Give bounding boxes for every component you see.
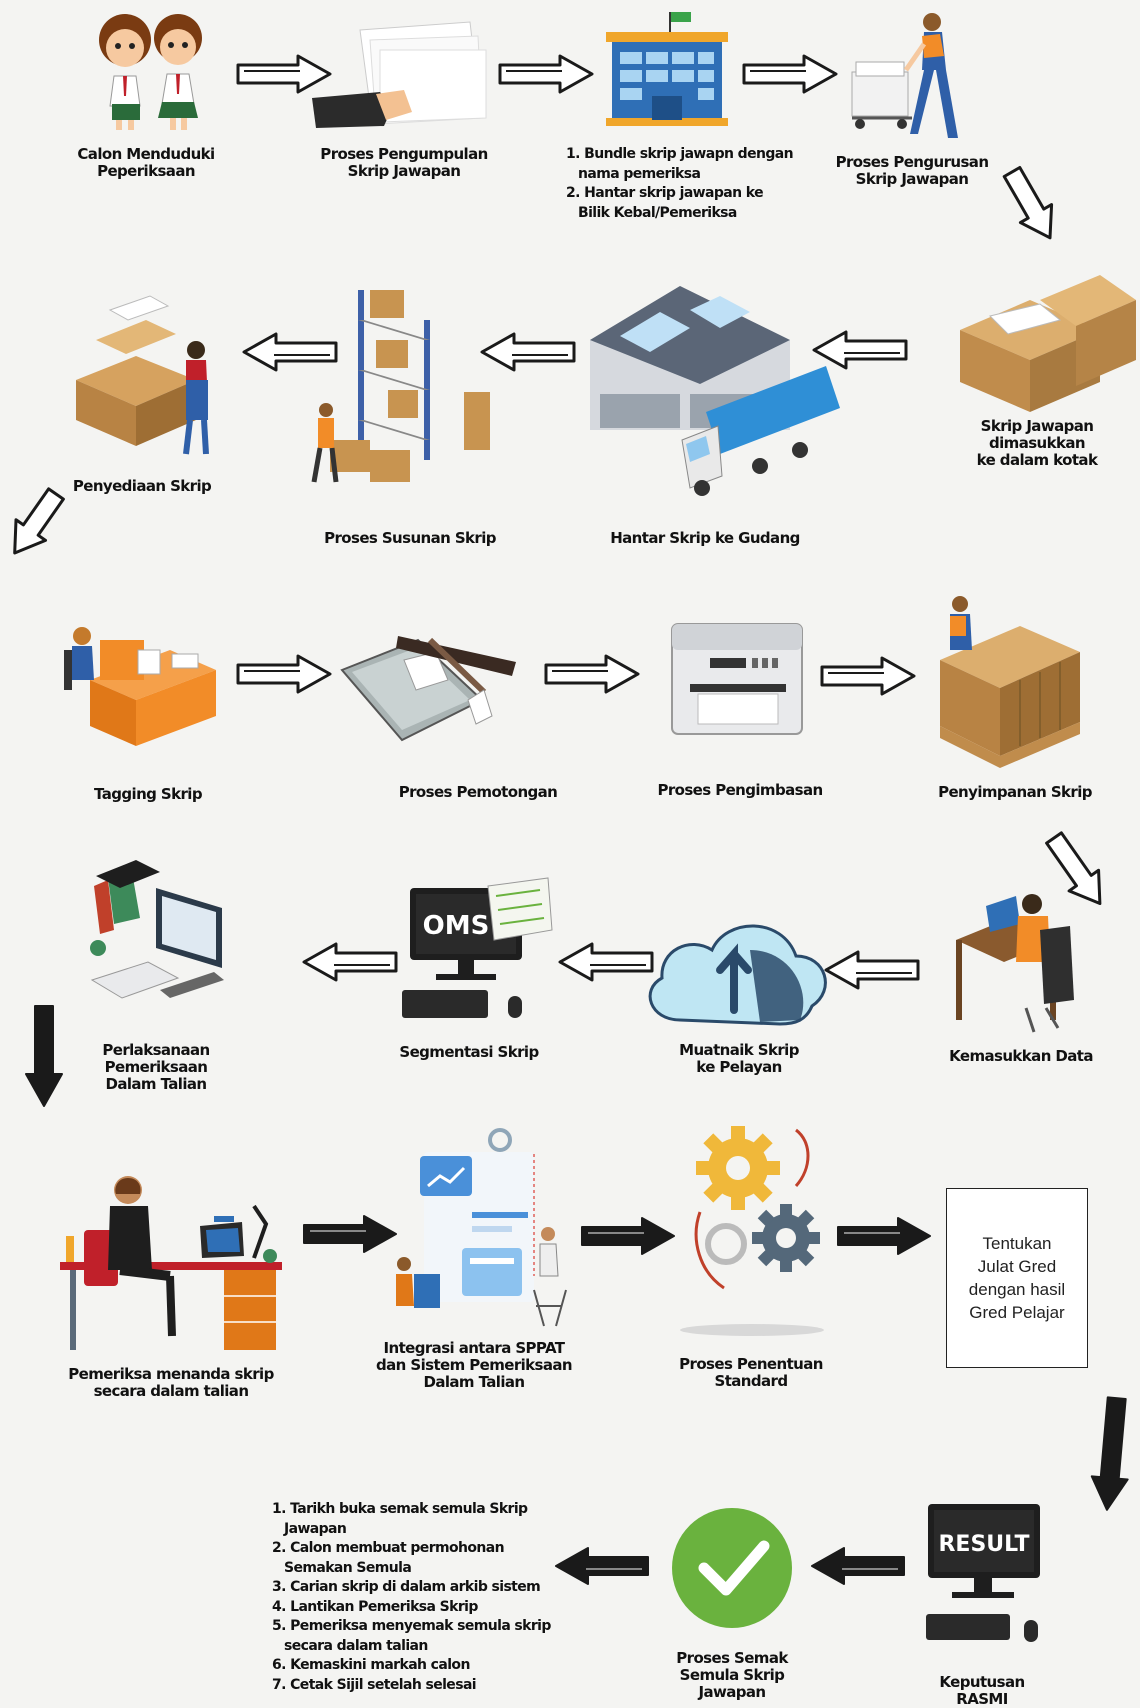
arrow-down-icon	[1045, 831, 1102, 906]
arrow-left-icon	[811, 1547, 905, 1585]
step-label-perlaksanaan: Perlaksanaan Pemeriksaan Dalam Talian	[102, 1041, 210, 1093]
worker-cart-icon	[851, 13, 958, 138]
step-label-calon-menduduki: Calon Menduduki Peperiksaan	[77, 145, 215, 180]
arrow-down-icon	[1090, 1396, 1129, 1511]
students-icon	[99, 14, 202, 130]
step-label-pemeriksa-menanda: Pemeriksa menanda skrip secara dalam tal…	[68, 1365, 274, 1400]
step-label-segmentasi: Segmentasi Skrip	[399, 1043, 539, 1061]
arrow-left-icon	[558, 942, 654, 982]
integration-icon	[396, 1128, 567, 1327]
online-exam-icon	[90, 860, 224, 999]
grade-range-box: Tentukan Julat Gred dengan hasil Gred Pe…	[946, 1188, 1088, 1368]
arrow-left-icon	[824, 950, 920, 990]
arrow-right-icon	[581, 1217, 675, 1255]
building-icon	[606, 12, 728, 126]
oms-label: OMS	[423, 911, 490, 941]
result-computer-icon: RESULT	[926, 1504, 1040, 1642]
arrow-right-icon	[742, 54, 838, 94]
list-item: 6. Kemaskini markah calon	[272, 1657, 470, 1673]
list-item: 4. Lantikan Pemeriksa Skrip	[272, 1598, 478, 1615]
scanner-icon	[671, 623, 803, 735]
arrow-down-icon	[1002, 166, 1054, 240]
list-item: 5. Pemeriksa menyemak semula skrip secar…	[272, 1618, 551, 1654]
step-label-pengimbasan: Proses Pengimbasan	[657, 781, 823, 799]
step-list-semak-semula: 1. Tarikh buka semak semula Skrip Jawapa…	[272, 1500, 562, 1695]
step-label-dimasukkan-kotak: Skrip Jawapan dimasukkan ke dalam kotak	[976, 417, 1098, 469]
step-label-integrasi: Integrasi antara SPPAT dan Sistem Pemeri…	[376, 1339, 573, 1391]
result-screen-label: RESULT	[938, 1532, 1029, 1557]
arrow-right-icon	[236, 54, 332, 94]
pallet-worker-icon	[76, 295, 209, 455]
storage-pallets-icon	[940, 596, 1080, 768]
list-item: 7. Cetak Sijil setelah selesai	[272, 1676, 477, 1693]
data-entry-icon	[956, 894, 1074, 1033]
step-label-susunan: Proses Susunan Skrip	[324, 529, 496, 547]
gears-icon	[680, 1126, 824, 1336]
step-label-tagging: Tagging Skrip	[94, 785, 203, 803]
step-label-hantar-gudang: Hantar Skrip ke Gudang	[610, 529, 800, 547]
step-label-penentuan-standard: Proses Penentuan Standard	[679, 1355, 823, 1390]
examiner-desk-icon	[60, 1176, 282, 1350]
step-label-penyimpanan: Penyimpanan Skrip	[938, 783, 1092, 801]
paper-stack-icon	[312, 21, 487, 128]
paper-cutter-icon	[340, 636, 516, 742]
step-list-bundle: 1. Bundle skrip jawapn dengan nama pemer…	[566, 145, 796, 223]
list-item: 1. Tarikh buka semak semula Skrip Jawapa…	[272, 1501, 528, 1537]
arrow-left-icon	[555, 1547, 649, 1585]
arrow-down-icon	[13, 487, 65, 555]
list-item: 1. Bundle skrip jawapn dengan nama pemer…	[566, 146, 794, 182]
cardboard-boxes-icon	[960, 275, 1136, 412]
oms-computer-icon: OMS	[402, 877, 553, 1018]
step-label-keputusan-rasmi: Keputusan RASMI	[939, 1673, 1025, 1708]
arrow-left-icon	[480, 332, 576, 372]
arrow-right-icon	[820, 656, 916, 696]
step-label-pengurusan: Proses Pengurusan Skrip Jawapan	[835, 153, 989, 188]
shelving-icon	[311, 290, 490, 483]
list-item: 2. Calon membuat permohonan Semakan Semu…	[272, 1540, 505, 1576]
arrow-right-icon	[544, 654, 640, 694]
checkmark-icon	[672, 1508, 792, 1628]
arrow-right-icon	[236, 654, 332, 694]
step-label-semak-semula: Proses Semak Semula Skrip Jawapan	[676, 1649, 788, 1701]
arrow-down-icon	[25, 1005, 63, 1107]
step-label-kemasukkan-data: Kemasukkan Data	[949, 1047, 1093, 1065]
arrow-left-icon	[812, 330, 908, 370]
warehouse-truck-icon	[590, 286, 840, 496]
step-label-pengumpulan: Proses Pengumpulan Skrip Jawapan	[320, 145, 488, 180]
arrow-right-icon	[837, 1217, 931, 1255]
cloud-upload-icon	[648, 924, 827, 1026]
step-label-penyediaan: Penyediaan Skrip	[72, 477, 212, 495]
step-label-pemotongan: Proses Pemotongan	[398, 783, 558, 801]
list-item: 3. Carian skrip di dalam arkib sistem	[272, 1579, 541, 1595]
arrow-left-icon	[242, 332, 338, 372]
tagging-desk-icon	[64, 627, 216, 746]
arrow-right-icon	[498, 54, 594, 94]
arrow-right-icon	[303, 1215, 397, 1253]
arrow-left-icon	[302, 942, 398, 982]
list-item: 2. Hantar skrip jawapan ke Bilik Kebal/P…	[566, 185, 764, 221]
step-label-muatnaik: Muatnaik Skrip ke Pelayan	[679, 1041, 799, 1076]
